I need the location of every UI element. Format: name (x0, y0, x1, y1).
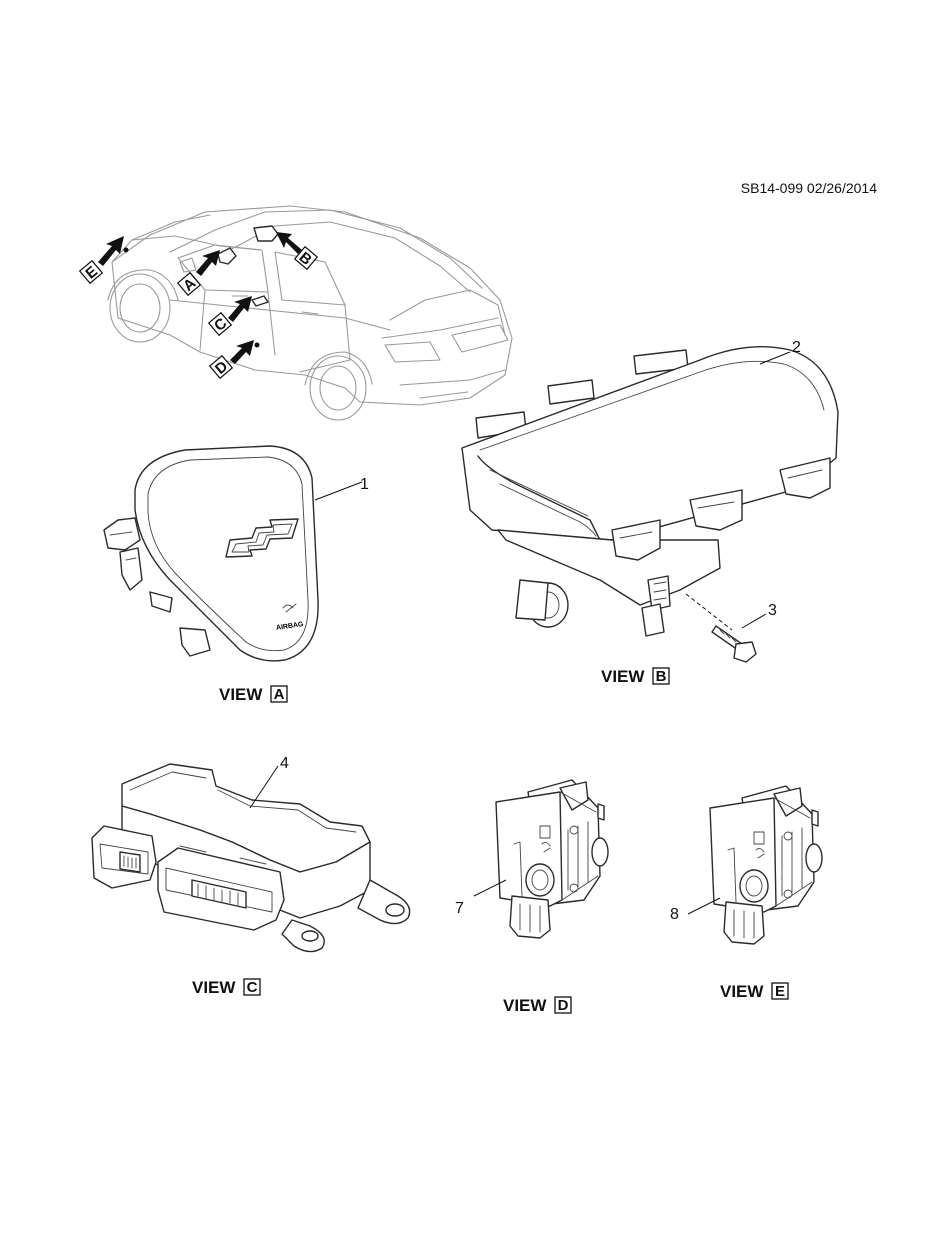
part-1-steering-wheel-airbag: AIRBAG (103, 445, 319, 662)
locator-arrow-c: C (207, 296, 252, 337)
view-label-b: VIEW B (601, 667, 670, 686)
view-label-d: VIEW D (503, 996, 572, 1015)
view-d-prefix: VIEW (503, 996, 547, 1015)
part-2-passenger-airbag (461, 346, 839, 637)
locator-arrow-a: A (176, 250, 220, 297)
airbag-label: AIRBAG (276, 621, 305, 632)
marker-steering-airbag (217, 247, 237, 265)
marker-side-sensor (254, 342, 260, 348)
leader-3 (741, 613, 767, 629)
view-label-e: VIEW E (720, 982, 789, 1001)
locator-letter-a: A (180, 275, 199, 295)
marker-sdm (251, 295, 269, 307)
locator-letter-c: C (211, 315, 230, 335)
view-a-prefix: VIEW (219, 685, 263, 704)
leader-2 (759, 351, 791, 365)
part-3-bolt (685, 593, 757, 663)
callout-1: 1 (360, 476, 369, 493)
locator-arrow-b: B (276, 232, 319, 271)
leader-8 (687, 897, 721, 915)
callout-2: 2 (792, 339, 801, 356)
callout-4: 4 (280, 755, 289, 772)
part-4-sensing-diagnostic-module (91, 763, 411, 953)
view-e-letter: E (775, 983, 785, 1000)
view-e-prefix: VIEW (720, 982, 764, 1001)
part-8-front-impact-sensor (709, 785, 823, 945)
locator-letter-e: E (82, 263, 101, 282)
view-a-letter: A (274, 686, 285, 703)
locator-arrow-d: D (208, 340, 254, 380)
callout-8: 8 (670, 906, 679, 923)
view-c-letter: C (247, 979, 258, 996)
vehicle-overview: E A B C (78, 205, 513, 421)
document-id: SB14-099 02/26/2014 (741, 180, 877, 196)
callout-3: 3 (768, 602, 777, 619)
marker-curtain-airbag (253, 225, 279, 242)
view-c-prefix: VIEW (192, 978, 236, 997)
part-7-side-impact-sensor (495, 779, 609, 939)
callout-7: 7 (455, 900, 464, 917)
leader-1 (314, 481, 363, 501)
marker-front-sensor (123, 247, 129, 253)
view-b-letter: B (656, 668, 667, 685)
leader-7 (473, 879, 507, 897)
locator-letter-d: D (212, 358, 231, 378)
view-d-letter: D (558, 997, 569, 1014)
view-b-prefix: VIEW (601, 667, 645, 686)
view-label-c: VIEW C (192, 978, 261, 997)
locator-arrow-e: E (78, 236, 124, 285)
leader-4 (249, 765, 279, 809)
view-label-a: VIEW A (219, 685, 288, 704)
